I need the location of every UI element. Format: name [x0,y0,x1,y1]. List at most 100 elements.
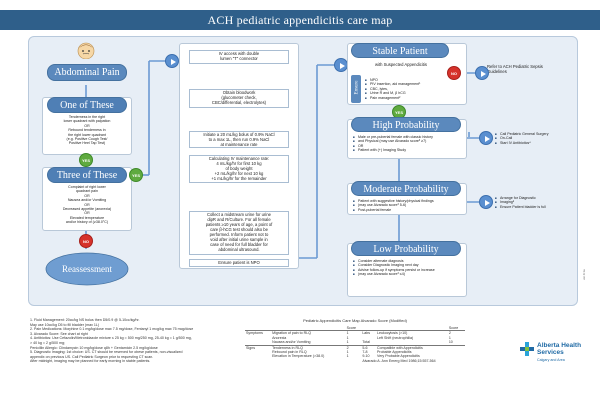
footnote: 3. Alvarado Score: See chart at right [30,331,88,336]
high-probability-list: Male or pre-pubertal female with classic… [353,135,465,153]
step-line: Initiate a 20 mL/kg bolus of 0.9% NaCl [203,132,275,137]
step-line: of body weight [225,166,253,171]
step-line: performed. Inform patient not to [209,232,269,237]
stable-patient-subtitle: with Suspected Appendicitis [375,62,427,67]
iv-access-box: IV access with double lumen "T" connecto… [189,50,289,64]
abdominal-pain-label: Abdominal Pain [54,67,120,78]
ensure-tag: Ensure [351,75,361,103]
criteria-item: Male or pre-pubertal female with classic… [353,135,465,140]
score-value: 1 [346,340,349,345]
score-group: Signs [245,344,272,351]
footnote: Penicillin Allergic: Clindamycin 10 mg/k… [30,345,158,350]
logo-name-line: Services [537,349,564,356]
score-group: Total [362,340,370,345]
ensure-item: Pain management² [365,96,465,101]
score-value: 1 [346,354,349,359]
criteria-line: OR [84,193,90,198]
score-group: 5-6 [361,344,377,351]
score-value: 1 [448,335,451,340]
bolus-box: Initiate a 20 mL/kg bolus of 0.9% NaCl t… [189,131,289,148]
criteria-line: Nausea and/or Vomiting [67,198,107,203]
ensure-list: NPO PIV insertion, aid management¹ CBC, … [365,78,465,100]
footnote: 2. Pain Medications: Morphine 0.1 mg/kg/… [30,327,194,332]
no-badge: NO [79,234,93,248]
logo-mark-icon [520,342,534,356]
step-line: abdominal ultrasound. [218,247,260,252]
stable-patient-label: Stable Patient [372,46,428,57]
ensure-label: Ensure [354,80,360,95]
version-code: ver.0.1a [582,269,586,280]
page-title: ACH pediatric appendicitis care map [207,13,393,27]
criteria-item: Post-pubertal female [353,208,465,213]
score-header-row: Score Score [245,326,465,332]
next-step-arrow-icon [334,58,348,72]
step-line: 4 mL/kg/hr for first 10 kg [216,161,262,166]
next-step-arrow-icon [479,131,493,145]
advice-item: Consider alternate diagnosis [353,259,465,264]
citation-row: Alvarado A. Ann Emerg Med 1986;15:557-56… [245,359,465,363]
score-column-header: Score [447,326,465,332]
score-value: 2 [345,344,362,351]
criteria-line: OR [84,211,90,216]
action-item: Call Pediatric General Surgery [495,132,575,137]
one-of-these-heading: One of These [47,97,127,113]
criteria-line: OR [84,123,90,128]
criteria-line: quadrant pain [76,189,98,194]
footnotes: 1. Fluid Management: 20cc/kg NS bolus th… [30,318,230,364]
moderate-probability-label: Moderate Probability [363,184,449,195]
low-probability-heading: Low Probability [351,241,461,256]
footnote: 1. Fluid Management: 20cc/kg NS bolus th… [30,318,140,322]
three-of-these-label: Three of These [56,170,118,181]
logo-subtitle: Calgary and Area [537,358,565,362]
high-probability-actions: Call Pediatric General Surgery On-Call S… [495,132,575,146]
score-row: Symptoms Migration of pain to RLQ 1 Labs… [245,331,465,336]
title-bar: ACH pediatric appendicitis care map [0,10,600,30]
score-value: 1 [346,335,349,340]
ensure-item: Urine R and M, β hCG [365,91,465,96]
step-line: to a max 1L, then run 0.9% NaCl [208,137,270,142]
footnote: After midnight, imaging may be planned f… [30,359,151,364]
yes-badge: YES [129,168,143,182]
score-value: 1 [346,350,349,355]
footnote: May use 10cc/kg D5 to fill bladder (max … [30,322,100,327]
score-item: Rebound pain in RLQ [272,350,307,355]
step-line: lumen "T" connector [220,56,258,61]
next-step-arrow-icon [165,54,179,68]
step-line: void after initial urine sample in [210,237,268,242]
criteria-item: OR [353,144,465,149]
score-row: Elevation in Temperature (>38.0) 1 9-10 … [245,354,465,358]
step-line: care β-hCG test should also be [210,227,268,232]
criteria-item: Patient with (+) Imaging Study [353,148,465,153]
step-line: (glucometer check, [221,95,257,100]
score-item: Tenderness in RLQ [271,344,346,351]
criteria-line: Elevated temperature [69,215,105,220]
step-line: patients ≥10 years of age, a point of [205,222,273,227]
three-of-these-criteria: Complaint of right lower quadrant pain O… [43,185,131,225]
step-line: Collect a midstream urine for urine [206,212,271,217]
abdominal-pain-heading: Abdominal Pain [47,64,127,81]
footnote: > 40 kg = 2 g/500 mg; [30,340,65,345]
footnote: 5. Diagnostic Imaging: 1st choice: US. C… [30,350,183,355]
score-group: Labs [362,331,371,336]
alberta-health-services-logo: Alberta Health Services Calgary and Area [520,342,590,382]
three-of-these-heading: Three of These [47,167,127,183]
score-group: 7-8 [362,350,368,355]
footnote: 4. Antibiotics: Use Cefazolin/Metronidaz… [30,336,192,341]
score-group: 9-10 [362,354,370,359]
criteria-line: Rebound tenderness in [68,128,106,133]
logo-name-line: Alberta Health [537,342,582,349]
score-value: 2 [448,331,451,336]
high-probability-label: High Probability [372,120,440,131]
score-item: Leukocytosis (>10) [377,331,408,336]
criteria-line: Complaint of right lower [68,185,106,189]
step-line: Obtain bloodwork [222,90,256,95]
score-group: Symptoms [246,331,263,336]
yes-badge: YES [79,153,93,167]
urine-collection-box: Collect a midstream urine for urine dipR… [189,211,289,255]
action-item: Imaging⁵ [495,200,575,205]
next-step-arrow-icon [475,66,489,80]
child-face-icon [77,42,95,59]
ensure-item: CBC, lytes, [365,87,465,92]
stable-patient-heading: Stable Patient [351,43,449,58]
